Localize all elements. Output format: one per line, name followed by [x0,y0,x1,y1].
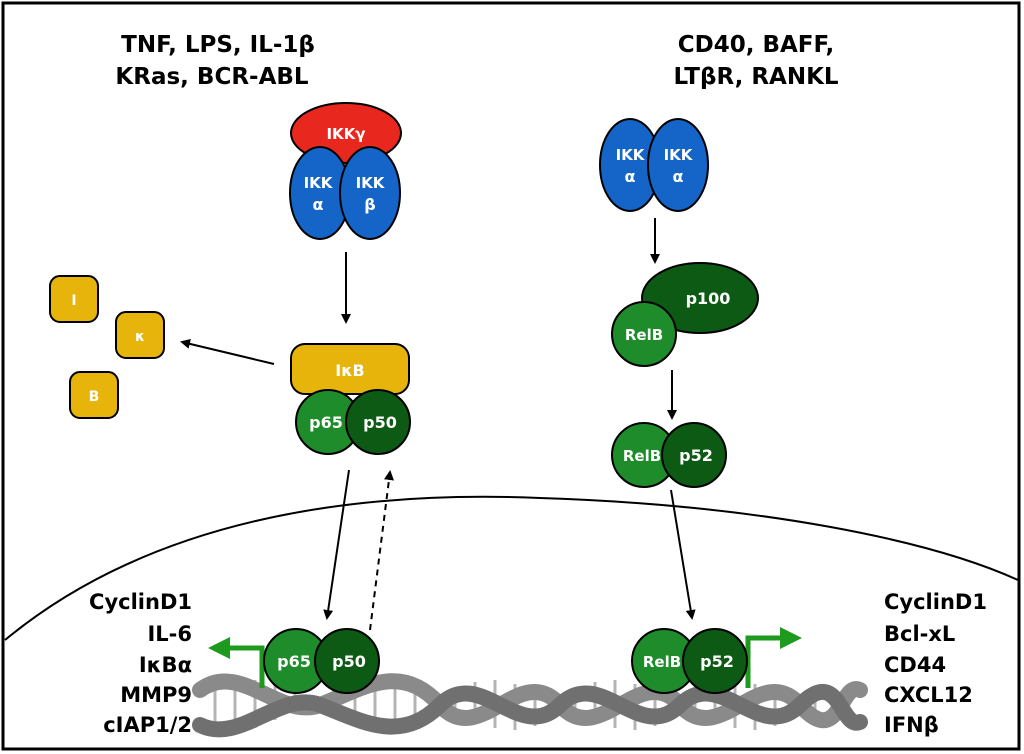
right-target-genes: CyclinD1 Bcl-xL CD44 CXCL12 IFNβ [884,590,987,737]
right-stimuli-line2: LTβR, RANKL [673,64,838,90]
ikk-alpha-homodimer: IKK α IKK α [599,118,709,212]
ikk2-label-top: IKK [664,146,694,164]
fragment-b [69,371,119,419]
nuclear-relb-p52-dimer: RelB p52 [631,628,748,694]
ikk-complex-canonical: IKKγ IKK α IKK β [289,102,402,240]
ikb-label: IκB [335,361,365,380]
p52-label: p52 [679,446,713,465]
nuclear-membrane [4,495,1019,641]
relb-subunit [611,301,677,367]
fragment-kappa [115,311,165,359]
ikk-beta-label-top: IKK [356,174,386,192]
ikk-beta-label-bottom: β [364,195,375,214]
left-gene-1: CyclinD1 [89,590,192,614]
left-gene-5: cIAP1/2 [103,713,192,737]
relb-p52-dimer: RelB p52 [611,422,727,488]
promoter-arrow-left [208,637,265,688]
left-gene-4: MMP9 [120,683,192,707]
ikb-p65-p50-complex: IκB p65 p50 [290,343,411,455]
right-gene-5: IFNβ [884,713,939,737]
ikk-alpha-subunit-2 [647,118,709,212]
right-stimuli-line1: CD40, BAFF, [678,32,835,58]
dna-helix [192,673,868,738]
p100-label: p100 [686,289,731,308]
left-stimuli-line2: KRas, BCR-ABL [115,64,308,90]
nuclear-p65-p50-dimer: p65 p50 [263,628,380,694]
fragment-i [49,275,99,323]
nuclear-p50-subunit [314,628,380,694]
relb-p100-complex: p100 RelB [611,262,759,367]
nuclear-relb-label: RelB [643,653,681,671]
ikk-gamma-label: IKKγ [326,125,365,143]
ikb-protein [290,343,410,395]
left-target-genes: CyclinD1 IL-6 IκBα MMP9 cIAP1/2 [89,590,192,737]
fragment-i-label: I [71,293,76,309]
relb-label: RelB [625,326,663,344]
ikk1-label-bottom: α [625,167,636,186]
p50-subunit [345,389,411,455]
relb2-label: RelB [623,447,661,465]
nuclear-p52-label: p52 [700,652,734,671]
nuclear-p65-label: p65 [277,652,311,671]
p50-label: p50 [363,413,397,432]
right-gene-4: CXCL12 [884,683,973,707]
promoter-arrow-right [745,627,802,688]
left-gene-3: IκBα [139,653,192,677]
ikk2-label-bottom: α [673,167,684,186]
ikb-degraded-fragments: I κ B [49,275,165,419]
fragment-b-label: B [89,389,100,405]
nuclear-p52-subunit [682,628,748,694]
nuclear-p50-label: p50 [332,652,366,671]
p52-subunit [661,422,727,488]
left-gene-2: IL-6 [147,622,192,646]
arrow-ikb-degradation [180,338,275,365]
ikk-alpha-label-top: IKK [304,174,334,192]
ikk1-label-top: IKK [616,146,646,164]
right-gene-2: Bcl-xL [884,622,955,646]
p65-label: p65 [309,413,343,432]
right-gene-1: CyclinD1 [884,590,987,614]
arrow-relb-p52-nuclear-import [670,489,696,620]
right-gene-3: CD44 [884,653,946,677]
ikk-beta-subunit [339,146,401,240]
left-stimuli-line1: TNF, LPS, IL-1β [121,32,315,58]
fragment-kappa-label: κ [135,329,145,345]
arrow-p65p50-nuclear-import [323,469,350,620]
arrow-p65p50-nuclear-export [369,470,394,631]
ikk-alpha-label-bottom: α [313,195,324,214]
